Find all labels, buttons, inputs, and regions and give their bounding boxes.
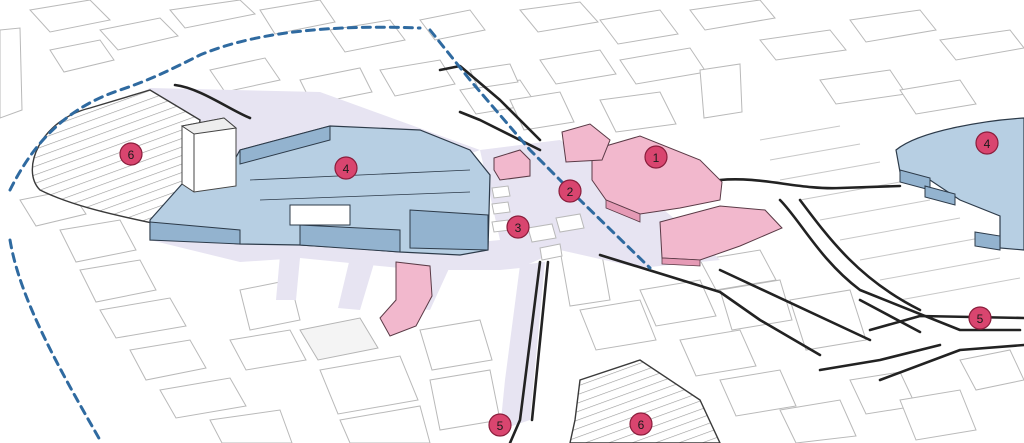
open-area-south [569, 359, 721, 443]
markers: 1 2 3 4 4 5 5 6 6 [119, 131, 999, 437]
svg-text:6: 6 [128, 148, 135, 162]
pink-buildings [379, 123, 783, 337]
route-west-south [8, 238, 102, 442]
svg-text:4: 4 [343, 162, 350, 176]
pink-building-east [659, 205, 783, 261]
marker-1: 1 [644, 145, 668, 169]
marker-5-east: 5 [968, 306, 992, 330]
svg-text:2: 2 [567, 185, 574, 199]
marker-6-west: 6 [119, 142, 143, 166]
blue-building-complex-west [149, 125, 491, 256]
marker-4-west: 4 [334, 156, 358, 180]
pink-building-south [379, 261, 433, 337]
parking-lot [759, 125, 1021, 301]
tower-block [180, 117, 238, 193]
svg-text:4: 4 [984, 137, 991, 151]
marker-3: 3 [506, 215, 530, 239]
kiosks [491, 185, 585, 261]
route-central [428, 28, 652, 270]
svg-text:3: 3 [515, 221, 522, 235]
svg-text:5: 5 [497, 419, 504, 433]
route-west [8, 25, 422, 192]
road-edges [173, 64, 1024, 443]
pink-building-1 [591, 135, 723, 215]
blue-building-east [895, 117, 1024, 251]
open-areas [31, 89, 721, 443]
marker-5-south: 5 [488, 413, 512, 437]
open-area-west [31, 89, 201, 231]
marker-4-east: 4 [975, 131, 999, 155]
svg-text:1: 1 [653, 151, 660, 165]
svg-text:5: 5 [977, 312, 984, 326]
marker-6-south: 6 [629, 412, 653, 436]
marker-2: 2 [558, 179, 582, 203]
svg-text:6: 6 [638, 418, 645, 432]
dashed-routes [8, 25, 652, 442]
